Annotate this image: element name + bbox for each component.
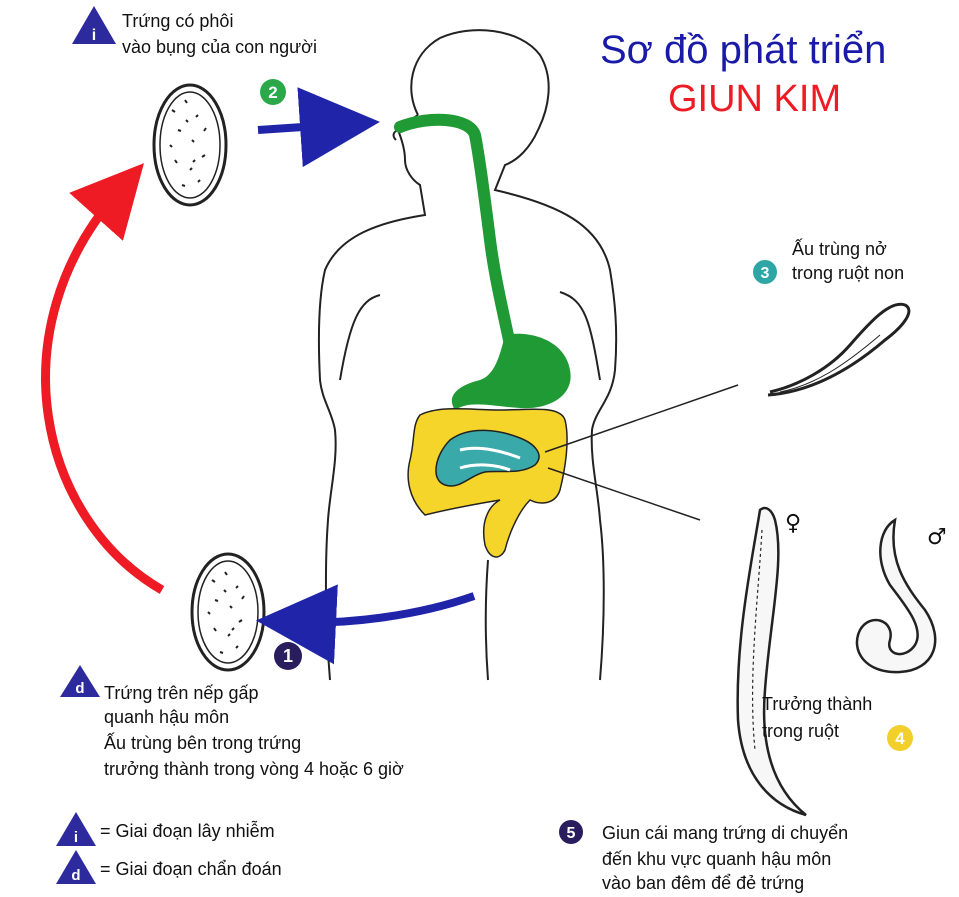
female-migration-label-1: Giun cái mang trứng di chuyển bbox=[602, 822, 848, 844]
egg-bottom bbox=[192, 554, 264, 670]
svg-text:d: d bbox=[75, 680, 84, 697]
egg-perianal-label-4: trưởng thành trong vòng 4 hoặc 6 giờ bbox=[104, 758, 404, 780]
legend-infective-label: = Giai đoạn lây nhiễm bbox=[100, 820, 275, 842]
adult-label-2: trong ruột bbox=[762, 720, 839, 742]
pointer-line-adults bbox=[548, 468, 700, 520]
pointer-line-larva bbox=[545, 385, 738, 452]
arrow-laying-eggs bbox=[288, 596, 474, 623]
svg-text:i: i bbox=[74, 829, 78, 846]
esophagus-stomach bbox=[400, 120, 571, 410]
larva-label-2: trong ruột non bbox=[792, 262, 904, 284]
diagram-title: Sơ đồ phát triển bbox=[600, 28, 886, 73]
male-symbol: ♂ bbox=[927, 525, 947, 550]
infective-stage-triangle-top: i bbox=[72, 6, 116, 44]
female-migration-label-2: đến khu vực quanh hậu môn bbox=[602, 848, 831, 870]
legend-diagnostic-triangle: d bbox=[56, 850, 96, 884]
egg-top bbox=[154, 85, 226, 205]
larva-label-1: Ấu trùng nở bbox=[792, 238, 887, 260]
male-adult-worm bbox=[857, 520, 935, 672]
diagnostic-stage-triangle: d bbox=[60, 665, 100, 697]
legend-infective-triangle: i bbox=[56, 812, 96, 846]
step-5-number: 5 bbox=[567, 825, 576, 842]
infective-egg-label-2: vào bụng của con người bbox=[122, 36, 317, 58]
larva-worm bbox=[768, 304, 909, 395]
egg-perianal-label-1: Trứng trên nếp gấp bbox=[104, 682, 258, 704]
step-3-number: 3 bbox=[761, 265, 770, 282]
svg-text:i: i bbox=[92, 27, 96, 44]
adult-label-1: Trưởng thành bbox=[762, 693, 872, 715]
female-adult-worm bbox=[738, 508, 806, 815]
legend-diagnostic-label: = Giai đoạn chẩn đoán bbox=[100, 858, 282, 880]
egg-perianal-label-2: quanh hậu môn bbox=[104, 706, 229, 728]
female-symbol: ♀ bbox=[785, 511, 801, 536]
infective-egg-label-1: Trứng có phôi bbox=[122, 10, 233, 32]
diagram-subtitle: GIUN KIM bbox=[668, 78, 841, 121]
egg-perianal-label-3: Ấu trùng bên trong trứng bbox=[104, 732, 301, 754]
arrow-reinfection bbox=[46, 190, 162, 590]
step-2-number: 2 bbox=[268, 83, 277, 102]
arrow-ingestion bbox=[258, 124, 348, 130]
female-migration-label-3: vào ban đêm để đẻ trứng bbox=[602, 872, 804, 894]
svg-text:d: d bbox=[71, 867, 80, 884]
step-1-number: 1 bbox=[283, 646, 293, 666]
step-4-number: 4 bbox=[895, 729, 905, 748]
